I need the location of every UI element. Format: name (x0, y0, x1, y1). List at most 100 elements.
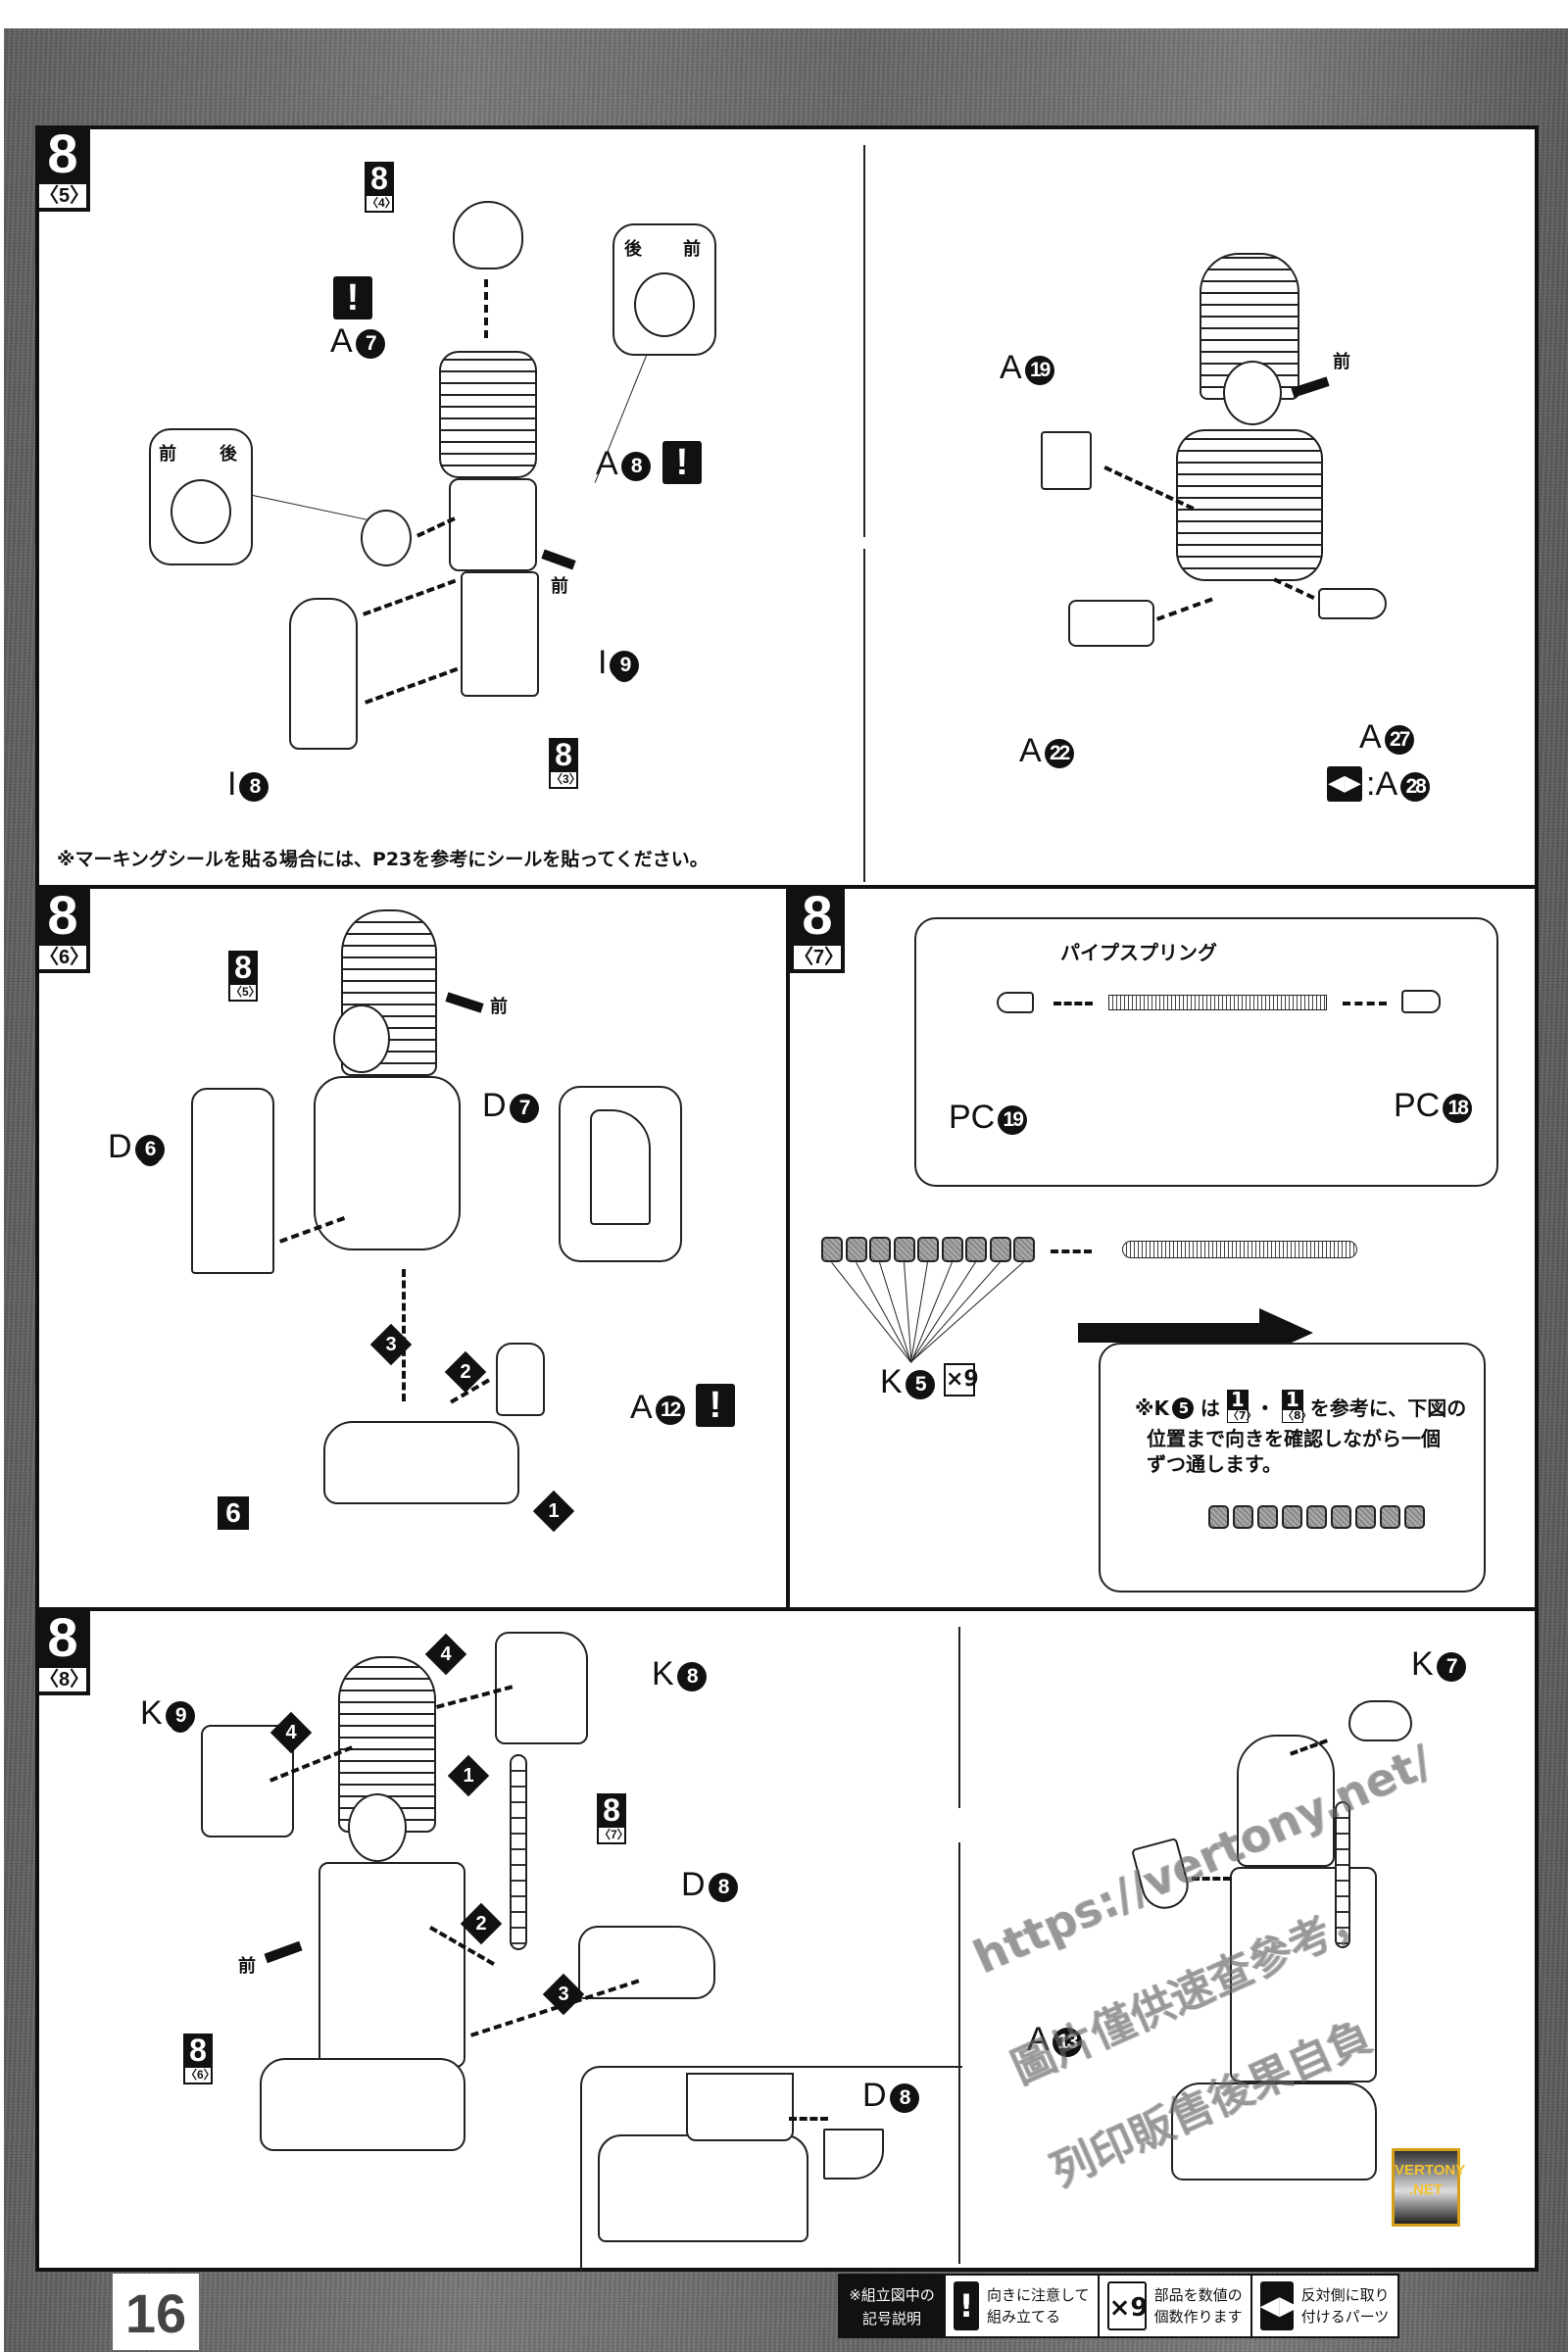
k5-segment (1257, 1505, 1278, 1529)
label-letter: D (862, 2077, 887, 2114)
caution-icon: ! (333, 276, 372, 319)
ref-sub: 〈6〉 (184, 2067, 216, 2083)
k5-segment (941, 1237, 963, 1262)
legend-item-caution: ! 向きに注意して 組み立てる (944, 2276, 1098, 2336)
mirror-part-icon: ◀▶ (1259, 2281, 1299, 2330)
k5-segment (1331, 1505, 1351, 1529)
caution-icon: ! (662, 441, 702, 484)
ref-8-4: 8 〈4〉 (365, 162, 397, 213)
ref-number: 1 (1285, 1388, 1299, 1411)
logo-text: VERTONY (1395, 2162, 1466, 2179)
k5-segment (821, 1237, 843, 1262)
label-letter: A (1375, 765, 1398, 803)
order-marker-2: 2 (460, 1902, 503, 1945)
head-part-drawing (453, 201, 523, 270)
label-letter: D (681, 1866, 706, 1903)
label-letter: D (482, 1087, 507, 1124)
waist-assembly-drawing (318, 1862, 466, 2068)
label-letter: PC (1394, 1087, 1441, 1124)
label-number: 18 (1443, 1094, 1473, 1123)
note-text: を参考に、下図の (1309, 1396, 1467, 1420)
ref-number: 8 (189, 2033, 207, 2068)
note-particle: は (1200, 1396, 1220, 1420)
legend-text: 反対側に取り (1300, 2286, 1390, 2304)
label-number: 7 (509, 1094, 539, 1123)
detail-callout-a12 (559, 1086, 682, 1262)
k5-segment (1306, 1505, 1327, 1529)
assembly-arrow (1192, 1877, 1231, 1881)
part-d6-drawing (191, 1088, 274, 1274)
label-letter: A (1359, 718, 1382, 756)
ref-8-5: 8 〈5〉 (228, 950, 261, 1002)
order-number: 2 (475, 1913, 487, 1935)
ref-sub: 〈4〉 (366, 195, 397, 212)
order-marker-4b: 4 (270, 1711, 313, 1754)
ref-8-3: 8 〈3〉 (549, 738, 581, 789)
assembly-arrow (789, 2117, 828, 2121)
order-marker-3: 3 (542, 1973, 585, 2016)
k5-segment (1355, 1505, 1376, 1529)
step-number: 8 (47, 884, 78, 946)
shoulder-drawing (348, 1793, 407, 1862)
label-letter: A (1019, 732, 1042, 769)
ref-number: 8 (234, 950, 252, 985)
legend-item-mirror: ◀▶ 反対側に取り 付けるパーツ (1250, 2276, 1397, 2336)
ref-sub: 〈8〉 (1281, 1409, 1312, 1423)
step-number: 8 (47, 1606, 78, 1668)
zoom-frame-line-1a (863, 145, 865, 537)
front-label: 前 (159, 444, 176, 465)
step-label-8-7: 8 〈7〉 (790, 887, 845, 973)
part-i8-drawing (289, 598, 358, 750)
k5-note-box (1099, 1343, 1486, 1592)
k5-segment (917, 1237, 939, 1262)
col-divider-row2 (786, 885, 790, 1610)
k5-segment (1404, 1505, 1425, 1529)
ref-number: 1 (1230, 1388, 1245, 1411)
order-marker-1: 1 (532, 1490, 575, 1533)
assembly-arrow (1051, 1250, 1092, 1253)
back-label: 後 (220, 444, 237, 465)
order-marker-4a: 4 (424, 1633, 467, 1676)
waist-rear-drawing (1230, 1867, 1377, 2082)
label-letter: K (140, 1694, 163, 1732)
caution-icon: ! (954, 2281, 979, 2330)
legend-heading: ※組立図中の 記号説明 (840, 2276, 944, 2336)
label-letter: A (630, 1389, 653, 1426)
waist-assembly-drawing (314, 1076, 461, 1250)
step-sub: 〈6〉 (37, 944, 89, 971)
part-a22-drawing (1068, 600, 1154, 647)
front-direction-label: 前 (1333, 352, 1350, 372)
assembly-arrow (1054, 1002, 1093, 1005)
step-sub: 〈7〉 (792, 944, 844, 971)
k5-segment (1282, 1505, 1302, 1529)
label-number: 7 (355, 329, 385, 359)
order-number: 3 (385, 1334, 397, 1355)
label-number: 22 (1044, 739, 1074, 768)
label-number: 8 (708, 1873, 738, 1902)
legend-text: 付けるパーツ (1300, 2308, 1390, 2326)
logo-text: .NET (1408, 2181, 1444, 2198)
order-marker-2: 2 (444, 1350, 487, 1394)
legend-heading-line1: ※組立図中の (849, 2286, 935, 2304)
label-number: 8 (239, 772, 270, 802)
step-sub: 〈8〉 (37, 1666, 89, 1693)
base-rear-drawing (1171, 2082, 1377, 2180)
shield-a7-drawing (361, 510, 412, 566)
legend-text: 個数作ります (1153, 2308, 1243, 2326)
ref-sub: 〈7〉 (1226, 1409, 1257, 1423)
part-k8-drawing (495, 1632, 588, 1744)
torso-mid-drawing (449, 478, 537, 571)
ref-sub: 〈5〉 (229, 984, 261, 1001)
front-direction-label: 前 (490, 997, 508, 1017)
